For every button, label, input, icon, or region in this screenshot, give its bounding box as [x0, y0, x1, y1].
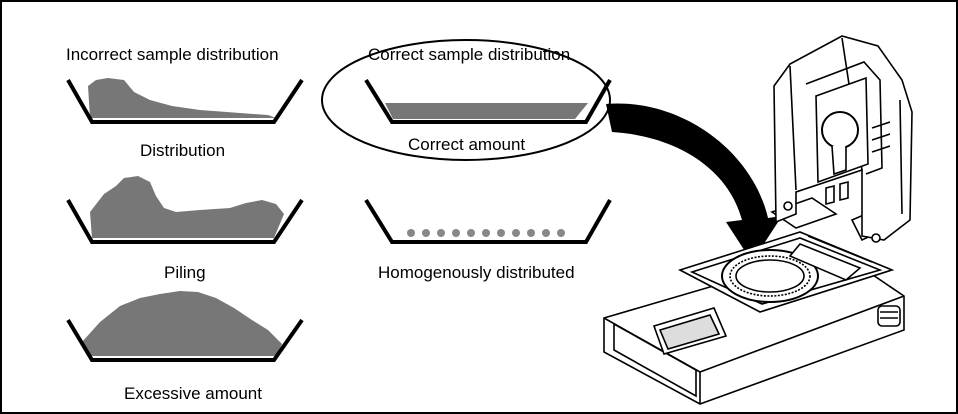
pan-outline: [66, 198, 304, 244]
label-distribution: Distribution: [140, 141, 226, 160]
sample-excessive: [82, 291, 282, 356]
pan-homogenous: [364, 198, 612, 244]
highlight-ellipse: [321, 39, 611, 161]
pan-excessive: [66, 291, 304, 362]
label-homogenously-distributed: Homogenously distributed: [378, 263, 575, 282]
pan-piling: [66, 176, 304, 244]
pan-outline: [364, 198, 612, 244]
sample-uneven: [88, 78, 276, 118]
pan-outline: [66, 78, 304, 124]
label-piling: Piling: [164, 263, 206, 282]
moisture-analyzer: [603, 35, 913, 405]
sample-piled: [90, 176, 284, 238]
pan-outline: [364, 78, 612, 124]
label-correct-amount: Correct amount: [408, 135, 526, 154]
sample-dots: [407, 229, 565, 237]
curved-arrow: [606, 103, 782, 262]
pan-distribution: [66, 78, 304, 124]
sample-even-layer: [385, 103, 588, 119]
pan-outline: [66, 318, 304, 362]
pan-correct: [364, 78, 612, 124]
label-excessive-amount: Excessive amount: [124, 384, 262, 403]
label-incorrect-distribution: Incorrect sample distribution: [66, 45, 279, 64]
label-correct-distribution: Correct sample distribution: [368, 45, 571, 64]
arrow-shape: [606, 103, 782, 262]
